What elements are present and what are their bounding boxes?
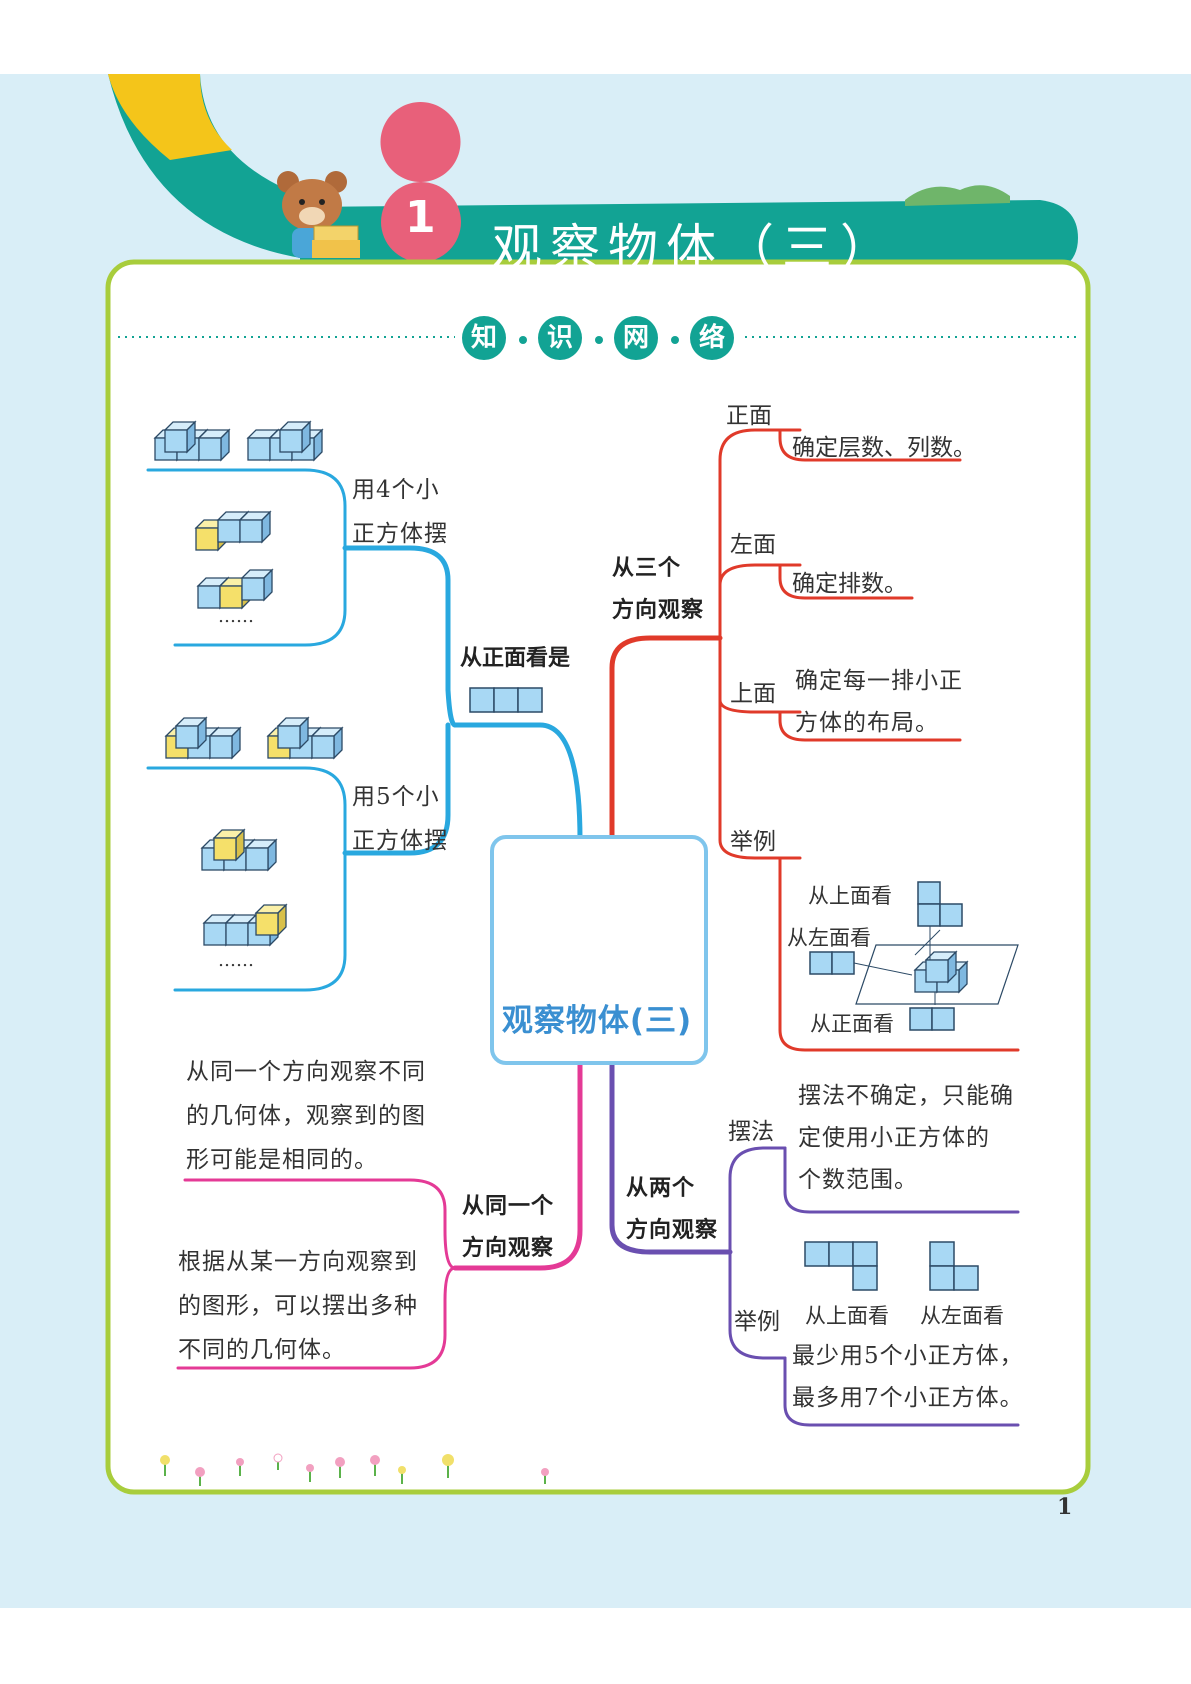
front-face-text: 确定层数、列数。 (792, 435, 976, 461)
top-face-label: 上面 (730, 681, 776, 707)
ellipsis: …… (218, 606, 254, 627)
left-face-text: 确定排数。 (792, 571, 907, 597)
front-face-label: 正面 (726, 403, 772, 429)
page-title: 观察物体（三） (492, 219, 898, 277)
view-from-left-label: 从左面看 (787, 926, 871, 950)
view-from-top-label: 从上面看 (805, 1304, 889, 1328)
chapter-badge (380, 102, 461, 182)
blue-branch (342, 545, 583, 856)
method-label: 摆法 (728, 1119, 774, 1145)
view-from-top-label: 从上面看 (808, 884, 892, 908)
two-view-example (804, 1241, 979, 1291)
section-heading-char-3: 网 (614, 316, 658, 360)
four-cubes-label: 用4个小 正方体摆 (352, 477, 448, 547)
example-label: 举例 (730, 829, 776, 855)
section-heading-char-2: 识 (538, 316, 582, 360)
pink-branch (452, 1057, 583, 1271)
flowers-decoration (160, 1453, 549, 1486)
bear-mascot-icon (277, 171, 360, 258)
method-text: 摆法不确定，只能确 定使用小正方体的 个数范围。 (798, 1083, 1014, 1193)
branch-two-directions-label: 从两个 方向观察 (626, 1176, 719, 1243)
view-from-left-label: 从左面看 (920, 1304, 1004, 1328)
ellipsis: …… (218, 950, 254, 971)
section-heading-char-4: 络 (690, 316, 734, 360)
section-heading-char-1: 知 (462, 316, 506, 360)
chapter-number: 1 (405, 192, 436, 243)
center-node-box (490, 835, 708, 1065)
section-heading-dot (671, 336, 679, 344)
header-swoosh-yellow (108, 74, 232, 160)
purple-branch (609, 1057, 733, 1255)
cube-count-conclusion: 最少用5个小正方体， 最多用7个小正方体。 (792, 1343, 1024, 1411)
top-face-text: 确定每一排小正 方体的布局。 (795, 668, 963, 736)
center-node-title: 观察物体(三) (501, 1003, 693, 1039)
same-direction-note-2: 根据从某一方向观察到 的图形，可以摆出多种 不同的几何体。 (178, 1249, 418, 1363)
red-branch (609, 635, 723, 843)
branch-same-direction-label: 从同一个 方向观察 (462, 1194, 555, 1261)
page-number: 1 (1057, 1494, 1073, 1520)
branch-three-directions-label: 从三个 方向观察 (612, 556, 705, 623)
example-label: 举例 (734, 1309, 780, 1335)
branch-front-view-label: 从正面看是 (460, 646, 571, 671)
section-heading-dot (519, 336, 527, 344)
hills-decoration (905, 185, 1010, 206)
view-from-front-label: 从正面看 (810, 1012, 894, 1036)
front-view-shape (469, 687, 543, 713)
five-cubes-label: 用5个小 正方体摆 (352, 784, 448, 854)
three-view-example (809, 881, 1019, 1031)
left-face-label: 左面 (730, 532, 776, 558)
same-direction-note-1: 从同一个方向观察不同 的几何体，观察到的图 形可能是相同的。 (186, 1059, 426, 1173)
section-heading-dot (595, 336, 603, 344)
